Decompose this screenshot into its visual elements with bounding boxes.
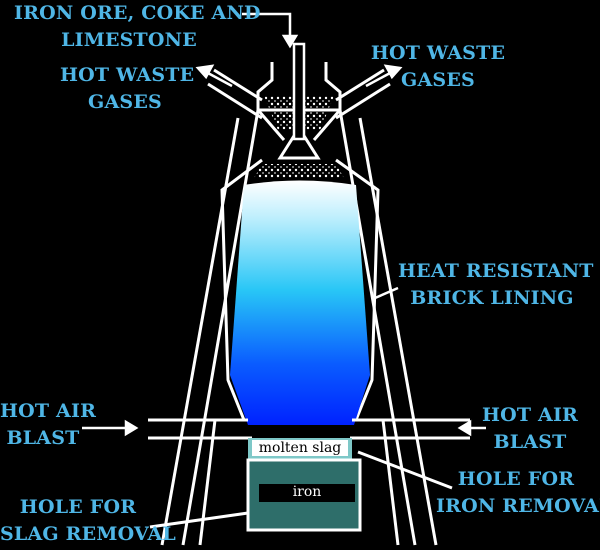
label-air-right-line2: BLAST xyxy=(493,431,567,453)
pointer-iron-hole xyxy=(357,450,453,490)
arrow-air-right xyxy=(457,419,486,437)
label-iron-hole-line2: IRON REMOVAL xyxy=(436,495,600,517)
pointer-lining xyxy=(374,286,399,300)
label-waste-right-line1: HOT WASTE xyxy=(370,42,506,64)
label-waste-left-line2: GASES xyxy=(88,91,162,113)
label-input-materials: IRON ORE, COKE AND LIMESTONE xyxy=(14,0,261,54)
label-input-line1: IRON ORE, COKE AND xyxy=(14,2,261,24)
waste-gas-pipe-left xyxy=(207,68,263,120)
label-air-right-line1: HOT AIR xyxy=(481,404,579,426)
label-waste-right-line2: GASES xyxy=(401,69,475,91)
arrow-air-left xyxy=(82,419,139,437)
label-lining-line1: HEAT RESISTANT xyxy=(398,260,594,282)
brick-lining xyxy=(220,158,380,421)
furnace-melt-zone xyxy=(230,180,370,425)
label-iron-removal-hole: HOLE FOR IRON REMOVAL xyxy=(436,466,600,520)
label-lining-line2: BRICK LINING xyxy=(410,287,574,309)
label-slag-removal-hole: HOLE FOR SLAG REMOVAL xyxy=(0,494,176,548)
label-molten-slag: molten slag xyxy=(252,440,348,456)
tuyere-left xyxy=(148,418,252,440)
label-hot-air-left: HOT AIR BLAST xyxy=(0,398,97,452)
label-iron-hole-line1: HOLE FOR xyxy=(457,468,575,490)
label-hot-air-right: HOT AIR BLAST xyxy=(480,402,580,456)
iron-label-box xyxy=(259,484,355,502)
arrow-waste-right xyxy=(365,64,403,88)
label-slag-hole-line1: HOLE FOR xyxy=(19,496,137,518)
label-air-left-line2: BLAST xyxy=(6,427,80,449)
label-waste-gases-left: HOT WASTE GASES xyxy=(60,62,195,116)
label-input-line2: LIMESTONE xyxy=(61,29,197,51)
label-slag-hole-line2: SLAG REMOVAL xyxy=(0,523,176,545)
arrow-input xyxy=(242,12,299,49)
label-brick-lining: HEAT RESISTANT BRICK LINING xyxy=(398,258,594,312)
pointer-slag-hole xyxy=(149,511,249,529)
hopper-cone xyxy=(277,125,321,160)
charge-top-layer xyxy=(254,164,344,178)
label-waste-gases-right: HOT WASTE GASES xyxy=(368,40,508,94)
tuyere-right xyxy=(350,418,470,440)
label-air-left-line1: HOT AIR xyxy=(0,400,97,422)
label-iron: iron xyxy=(292,484,322,500)
arrow-waste-left xyxy=(195,64,233,88)
label-waste-left-line1: HOT WASTE xyxy=(60,64,195,86)
waste-gas-pipe-right xyxy=(335,68,391,120)
feed-chute xyxy=(292,42,306,141)
